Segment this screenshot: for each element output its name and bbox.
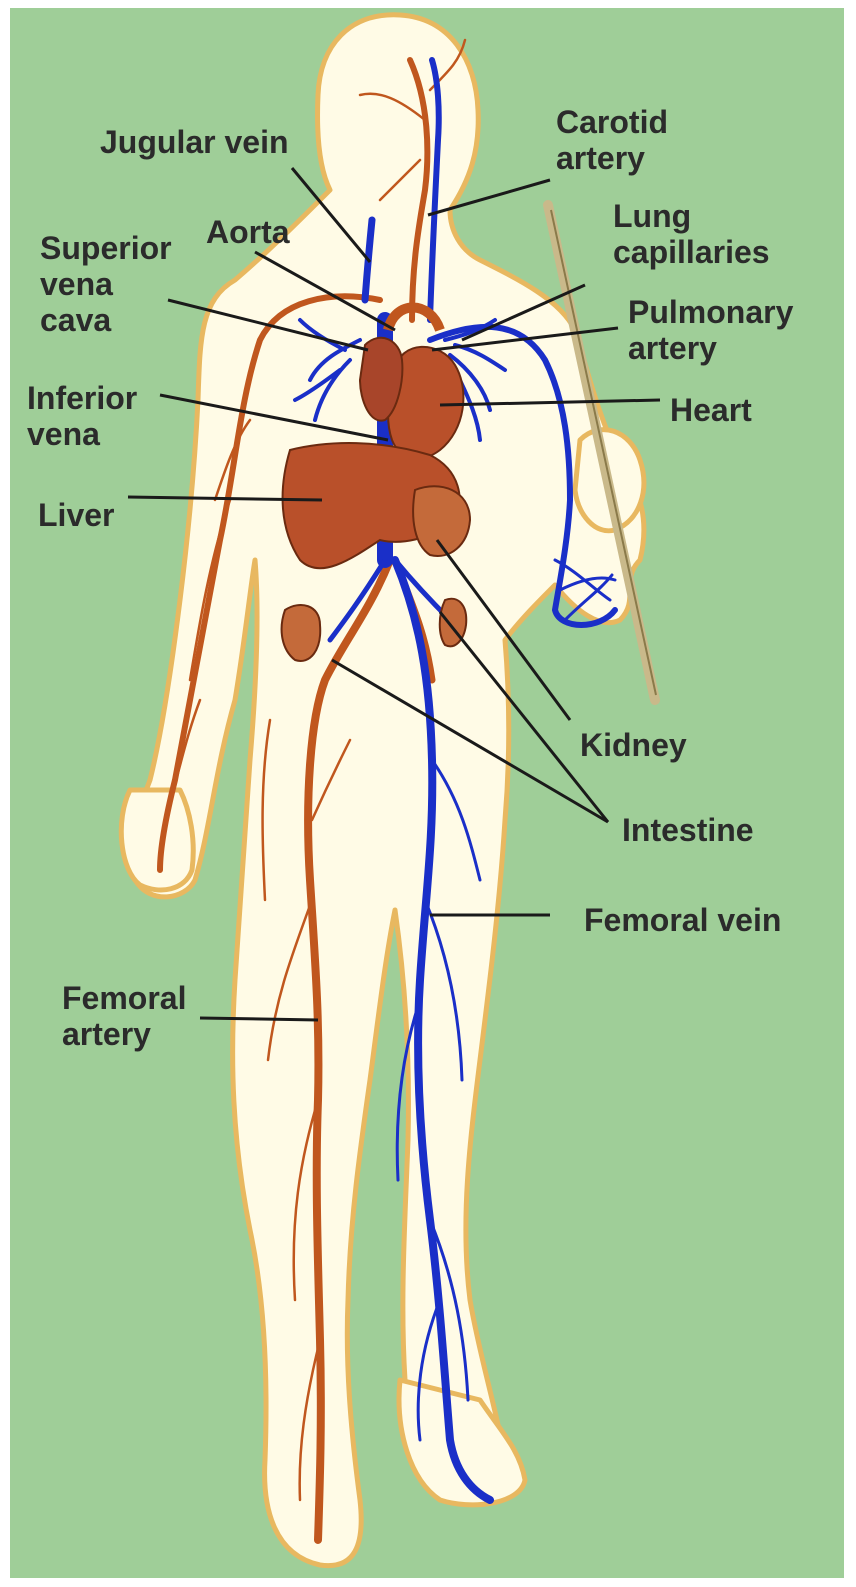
leader-femoral-artery: [200, 1018, 318, 1020]
label-femoral-vein-line-1: Femoral vein: [584, 902, 781, 938]
label-heart: Heart: [670, 392, 752, 428]
label-intestine-line-1: Intestine: [622, 812, 754, 848]
label-femoral-vein: Femoral vein: [584, 902, 781, 938]
label-femoral-artery-line-1: Femoral: [62, 980, 186, 1016]
label-superior-vena-cava-line-3: cava: [40, 302, 172, 338]
label-inferior-vena-line-1: Inferior: [27, 380, 137, 416]
label-carotid-artery-line-2: artery: [556, 140, 668, 176]
label-superior-vena-cava-line-2: vena: [40, 266, 172, 302]
label-intestine: Intestine: [622, 812, 754, 848]
label-carotid-artery-line-1: Carotid: [556, 104, 668, 140]
label-jugular-vein-line-1: Jugular vein: [100, 124, 289, 160]
label-inferior-vena-line-2: vena: [27, 416, 137, 452]
label-pulmonary-artery-line-2: artery: [628, 330, 793, 366]
label-lung-capillaries-line-2: capillaries: [613, 234, 770, 270]
label-lung-capillaries: Lung capillaries: [613, 198, 770, 270]
label-pulmonary-artery-line-1: Pulmonary: [628, 294, 793, 330]
label-kidney: Kidney: [580, 727, 687, 763]
label-liver: Liver: [38, 497, 114, 533]
label-superior-vena-cava-line-1: Superior: [40, 230, 172, 266]
left-hand: [121, 790, 193, 890]
label-heart-line-1: Heart: [670, 392, 752, 428]
label-femoral-artery: Femoral artery: [62, 980, 186, 1052]
label-femoral-artery-line-2: artery: [62, 1016, 186, 1052]
label-liver-line-1: Liver: [38, 497, 114, 533]
label-lung-capillaries-line-1: Lung: [613, 198, 770, 234]
left-kidney-shape: [282, 605, 321, 661]
label-aorta-line-1: Aorta: [206, 214, 290, 250]
label-carotid-artery: Carotid artery: [556, 104, 668, 176]
label-aorta: Aorta: [206, 214, 290, 250]
label-inferior-vena: Inferior vena: [27, 380, 137, 452]
label-jugular-vein: Jugular vein: [100, 124, 289, 160]
label-kidney-line-1: Kidney: [580, 727, 687, 763]
label-superior-vena-cava: Superior vena cava: [40, 230, 172, 338]
label-pulmonary-artery: Pulmonary artery: [628, 294, 793, 366]
